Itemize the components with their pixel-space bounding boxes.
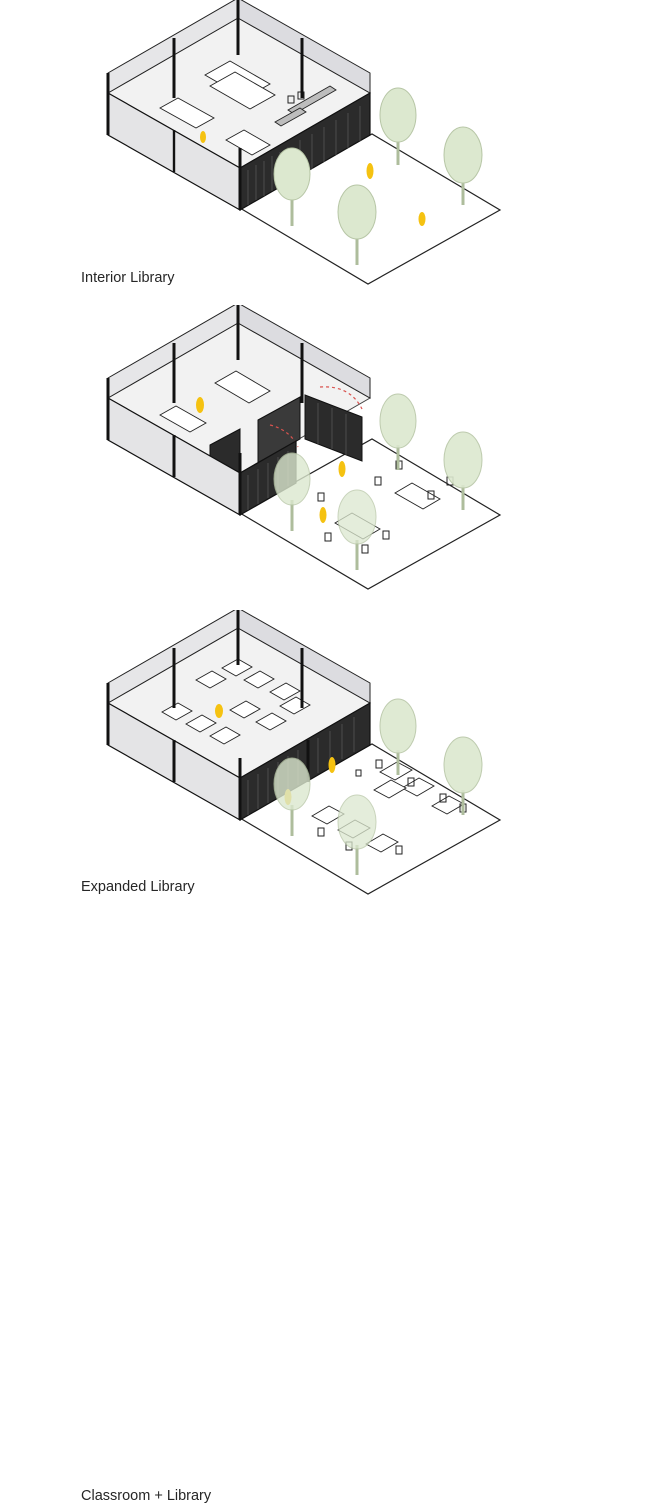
axonometric-drawing-1	[0, 0, 660, 300]
axonometric-drawing-2	[0, 305, 660, 605]
diagram-interior-library: Interior Library	[0, 0, 660, 300]
caption-classroom-library: Classroom + Library	[81, 1488, 211, 1504]
diagram-expanded-library: Expanded Library	[0, 305, 660, 605]
diagram-classroom-library: Classroom + Library	[0, 610, 660, 910]
caption-interior-library: Interior Library	[81, 270, 174, 286]
axonometric-drawing-3	[0, 610, 660, 910]
